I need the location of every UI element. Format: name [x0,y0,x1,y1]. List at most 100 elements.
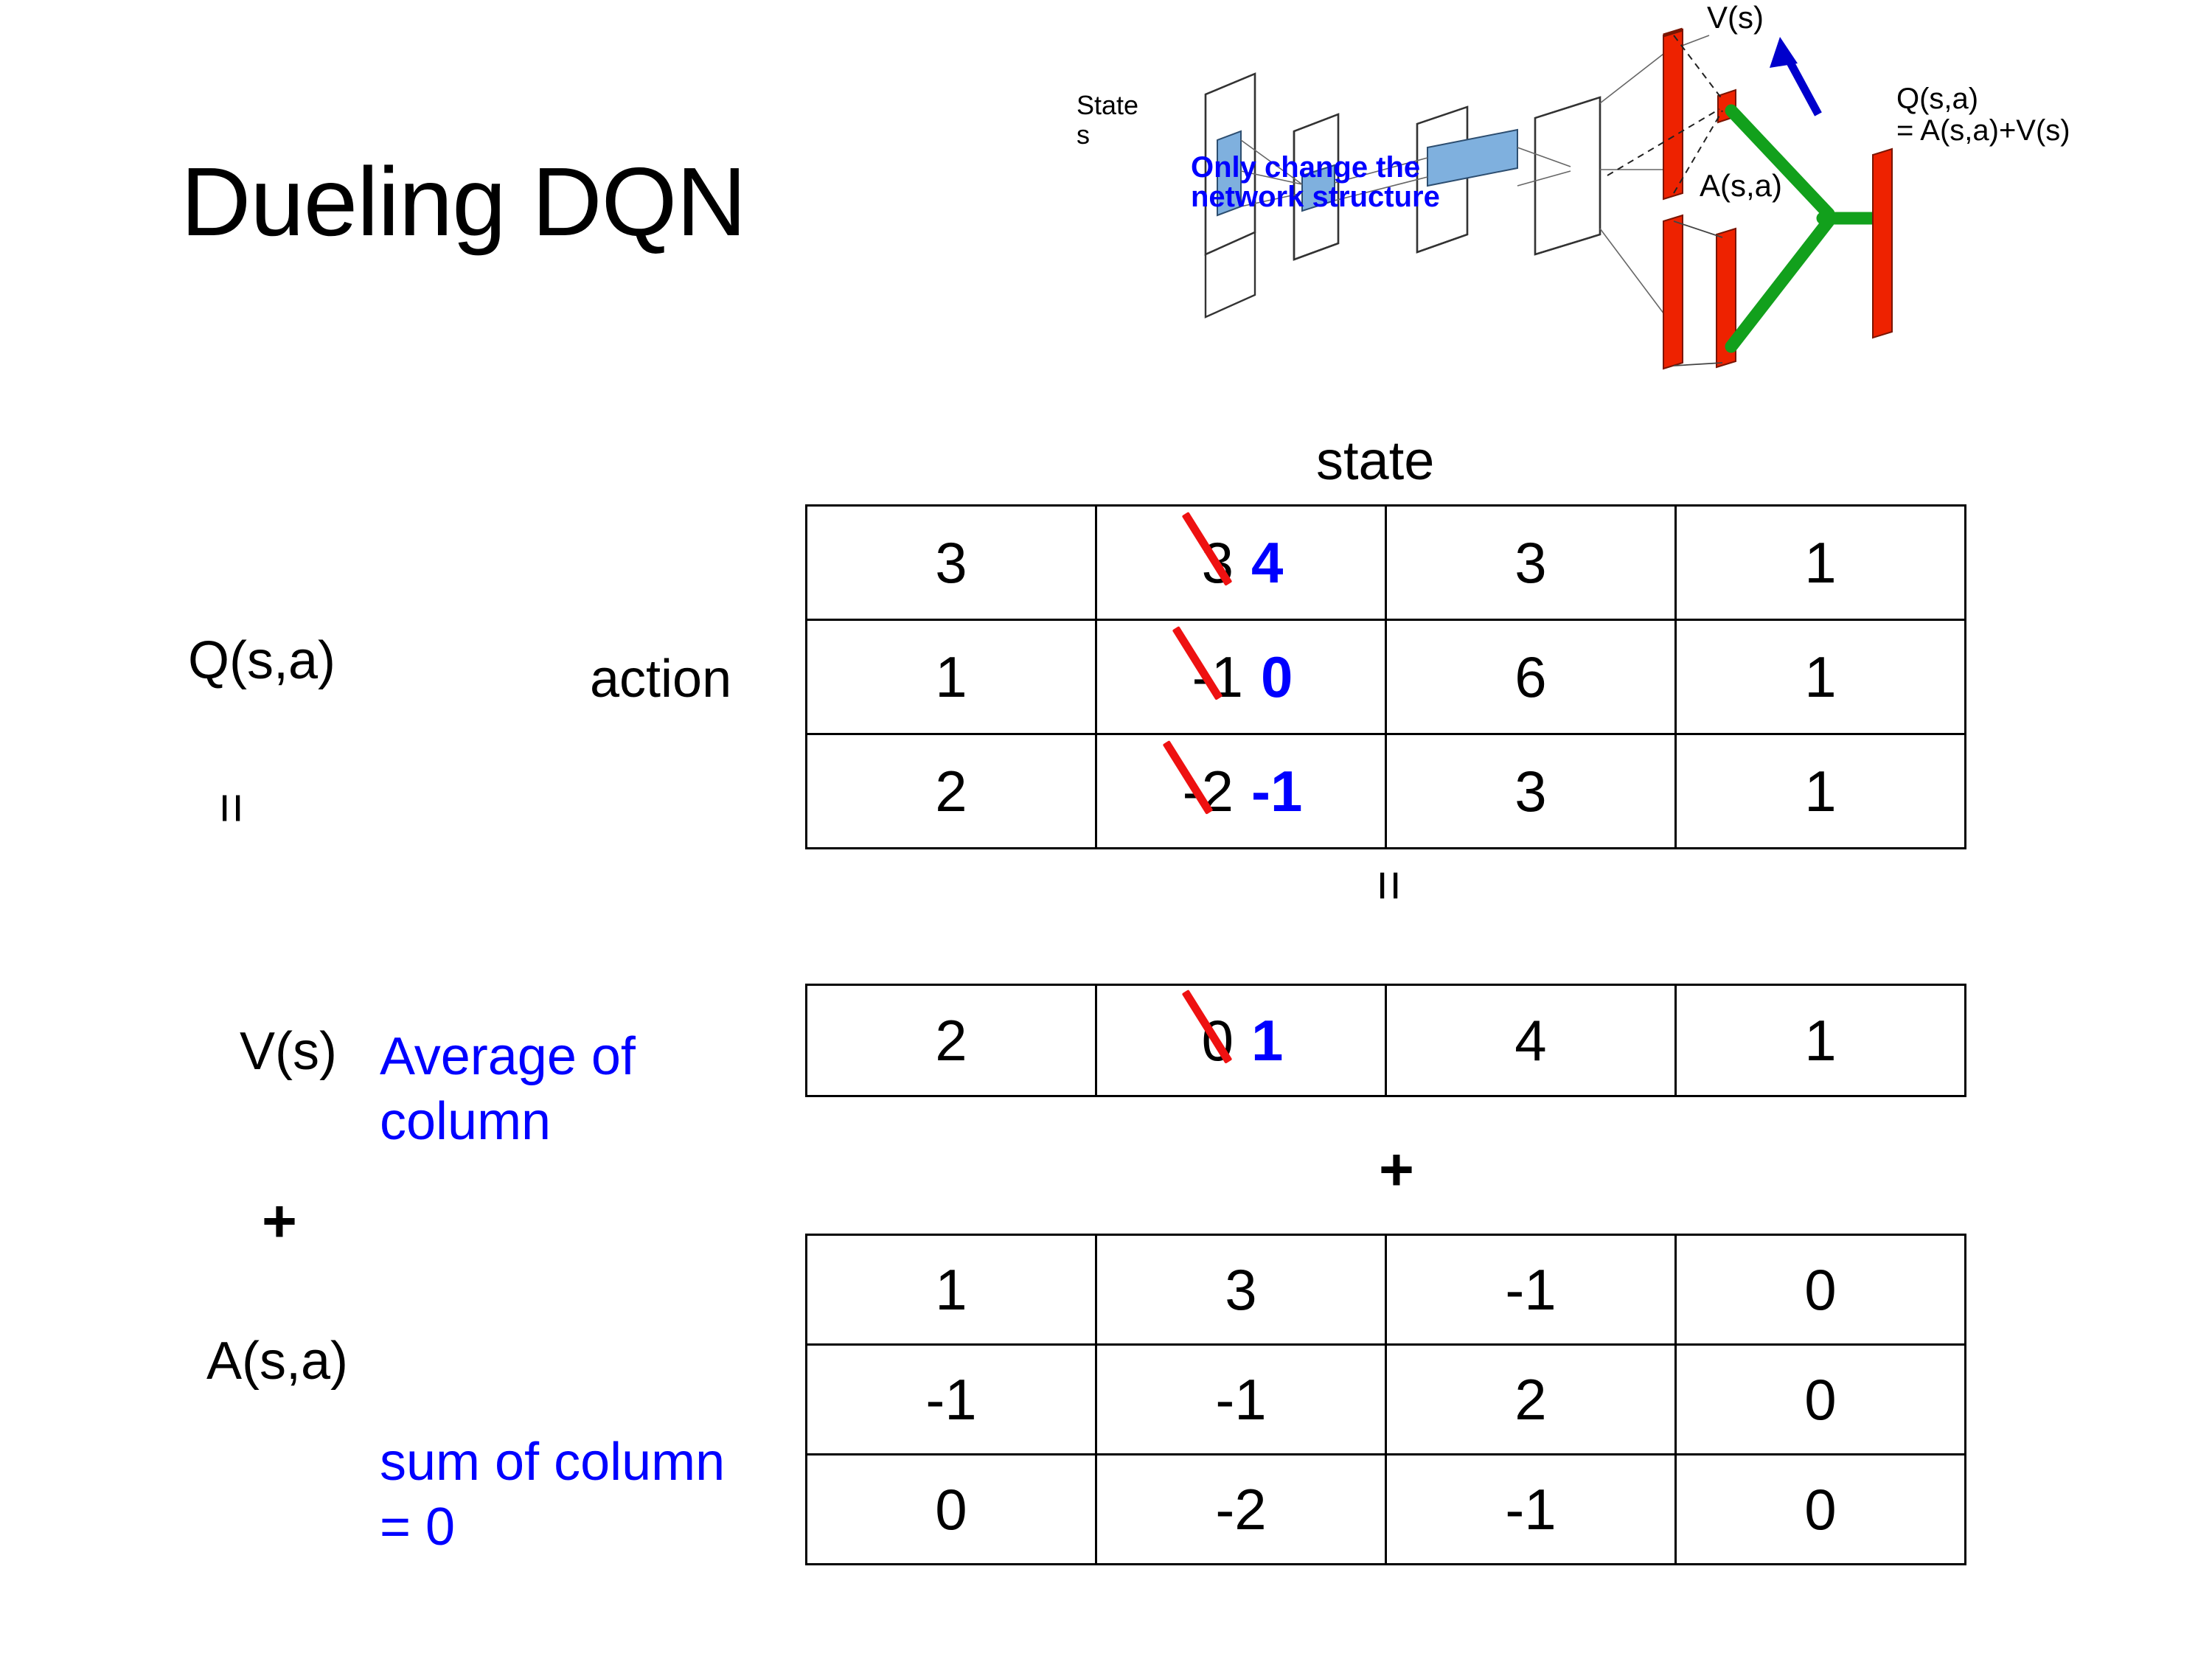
cell-value: 6 [1514,644,1547,709]
table-cell: 2 [805,984,1097,1097]
page-title: Dueling DQN [181,147,747,256]
cell-value: -1 [1215,1366,1267,1432]
cell-value: 4 [1514,1007,1547,1073]
cell-value: 0 [935,1476,967,1542]
table-cell: 2 [805,733,1097,849]
dueling-network-diagram: State s Only change the network structur… [1077,0,2212,413]
table-cell: 3 [1385,733,1677,849]
table-cell: 1 [805,619,1097,735]
table-cell: 0 [1674,1343,1966,1455]
table-cell: 0 [1674,1453,1966,1565]
diagram-v-label: V(s) [1707,0,1764,35]
v-arrow-icon [1770,37,1822,116]
cell-value: 3 [1514,529,1547,595]
equals-sign-center: = [1360,870,1419,902]
new-value: 0 [1260,644,1293,709]
table-cell: 6 [1385,619,1677,735]
cell-value: 1 [1804,644,1837,709]
cell-value: 3 [935,529,967,595]
table-row: -1 -1 2 0 [805,1343,1966,1455]
table-cell: -2-1 [1095,733,1387,849]
value-stream-bar [1663,27,1683,201]
new-value: 1 [1251,1007,1284,1073]
cell-value: 2 [935,1007,967,1073]
table-cell: 2 [1385,1343,1677,1455]
table-cell: -1 [1095,1343,1387,1455]
struck-value: 0 [1199,1007,1237,1074]
equals-sign-left: = [202,793,261,824]
table-cell: 1 [805,1234,1097,1346]
table-cell: -1 [1385,1234,1677,1346]
cell-value: 3 [1225,1256,1257,1322]
table-cell: 1 [1674,984,1966,1097]
q-output-bar [1872,147,1893,339]
diagram-state-label-line2: s [1077,119,1090,150]
table-cell: 4 [1385,984,1677,1097]
table-cell: -1 [1385,1453,1677,1565]
plus-sign-center: + [1379,1136,1414,1203]
cell-value: 0 [1804,1476,1837,1542]
cell-value: 3 [1514,758,1547,824]
cell-value: 1 [935,644,967,709]
cell-value: -1 [1505,1256,1557,1322]
diagram-state-label-line1: State [1077,90,1139,120]
cell-value: -1 [1505,1476,1557,1542]
struck-value: -2 [1180,758,1237,825]
table-cell: 3 [805,504,1097,621]
table-cell: 0 [805,1453,1097,1565]
cell-value: 1 [1804,529,1837,595]
cell-value: 2 [1514,1366,1547,1432]
table-row: 1 3 -1 0 [805,1234,1966,1346]
table-cell: -1 [805,1343,1097,1455]
note-average-of-column: Average of column [380,1027,636,1151]
state-axis-label: state [1316,430,1435,491]
a-value-table: 1 3 -1 0 -1 -1 2 0 0 -2 -1 0 [805,1234,1966,1565]
new-value: -1 [1251,758,1303,824]
cell-value: -2 [1215,1476,1267,1542]
cell-value: 2 [935,758,967,824]
action-axis-label: action [590,650,732,709]
cell-value: 0 [1804,1256,1837,1322]
table-cell: -2 [1095,1453,1387,1565]
advantage-stream-bar [1663,214,1736,370]
a-function-label: A(s,a) [206,1332,349,1391]
edited-cell: -2-1 [1180,758,1303,825]
table-cell: 3 [1385,504,1677,621]
plus-sign-left: + [262,1188,297,1255]
table-row: 0 -2 -1 0 [805,1453,1966,1565]
note-sum-of-column: sum of column = 0 [380,1433,726,1557]
table-cell: 1 [1674,733,1966,849]
v-function-label: V(s) [240,1022,337,1081]
struck-value: -1 [1189,644,1246,711]
struck-value: 3 [1199,529,1237,597]
diagram-q-label-line1: Q(s,a) [1896,83,1979,115]
diagram-note-line2: network structure [1191,181,1440,213]
diagram-q-label-line2: = A(s,a)+V(s) [1896,114,2070,147]
table-cell: 0 [1674,1234,1966,1346]
table-row: 2 -2-1 3 1 [805,733,1966,849]
cell-value: 0 [1804,1366,1837,1432]
new-value: 4 [1251,529,1284,595]
table-cell: 1 [1674,619,1966,735]
diagram-note-line1: Only change the [1191,151,1421,184]
filter-patch [1217,128,1518,217]
cell-value: 1 [1804,758,1837,824]
diagram-a-label: A(s,a) [1700,168,1783,203]
cell-value: 1 [1804,1007,1837,1073]
table-cell: 1 [1674,504,1966,621]
q-function-label: Q(s,a) [188,631,336,690]
cell-value: -1 [925,1366,977,1432]
cell-value: 1 [935,1256,967,1322]
